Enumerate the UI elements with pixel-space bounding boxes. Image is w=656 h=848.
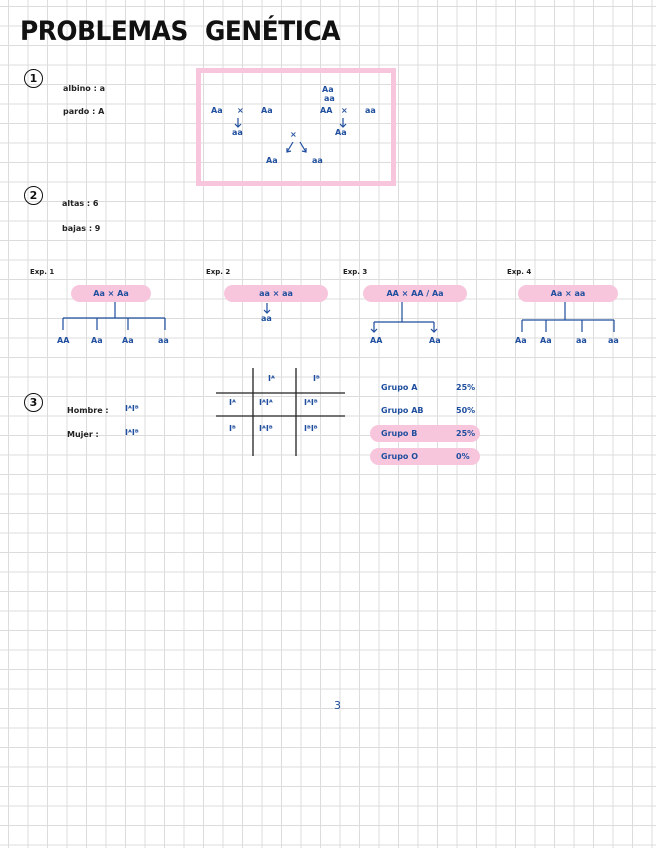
- exp-4-child: Aa: [515, 336, 527, 345]
- p1-mid-right: aa: [365, 106, 376, 115]
- punnett-cell: IᴮIᴮ: [304, 424, 318, 433]
- exp-1-cross: Aa × Aa: [71, 285, 151, 302]
- p1-bottom-right: aa: [312, 156, 323, 165]
- punnett-col-head: Iᴬ: [268, 374, 275, 383]
- group-label: Grupo O: [381, 452, 419, 461]
- problem-1-number: 1: [24, 69, 43, 88]
- exp-2-label: Exp. 2: [206, 268, 231, 276]
- punnett-cell: IᴬIᴮ: [259, 424, 273, 433]
- exp-1-child: AA: [57, 336, 70, 345]
- p3-person-label: Mujer :: [67, 430, 99, 439]
- exp-4-child: Aa: [540, 336, 552, 345]
- p1-times: ×: [237, 106, 244, 115]
- exp-1-child: Aa: [122, 336, 134, 345]
- p1-highlight-box: [196, 68, 396, 186]
- p1-top-sub: aa: [324, 94, 335, 103]
- p3-person-genotype: IᴬIᴮ: [125, 428, 139, 437]
- page-title-left: PROBLEMAS: [20, 16, 188, 47]
- p3-person-label: Hombre :: [67, 406, 109, 415]
- group-pct: 25%: [456, 383, 476, 392]
- group-label: Grupo B: [381, 429, 418, 438]
- p1-top: Aa: [322, 85, 334, 94]
- exp-4-child: aa: [608, 336, 619, 345]
- punnett-col-head: Iᴮ: [313, 374, 320, 383]
- punnett-cell: IᴬIᴬ: [259, 398, 273, 407]
- exp-4-child: aa: [576, 336, 587, 345]
- exp-1-child: aa: [158, 336, 169, 345]
- group-row-highlighted: Grupo B 25%: [370, 425, 480, 442]
- exp-3-cross: AA × AA / Aa: [363, 285, 467, 302]
- p1-line-1: albino : a: [63, 84, 105, 93]
- group-pct: 25%: [456, 429, 476, 438]
- p1-mid: AA: [320, 106, 333, 115]
- p1-line-2: pardo : A: [63, 107, 105, 116]
- group-pct: 50%: [456, 406, 476, 415]
- exp-2-child: aa: [261, 314, 272, 323]
- exp-4-cross: Aa × aa: [518, 285, 618, 302]
- p2-line-1: altas : 6: [62, 199, 99, 208]
- group-row: Grupo A 25%: [370, 380, 480, 396]
- p3-person-genotype: IᴬIᴮ: [125, 404, 139, 413]
- p1-bottom-left: Aa: [266, 156, 278, 165]
- p1-cross: ×: [290, 130, 297, 139]
- p1-parent2: Aa: [261, 106, 273, 115]
- p2-line-2: bajas : 9: [62, 224, 101, 233]
- group-row: Grupo AB 50%: [370, 403, 480, 419]
- exp-4-label: Exp. 4: [507, 268, 532, 276]
- p1-child-right: Aa: [335, 128, 347, 137]
- problem-2-number: 2: [24, 186, 43, 205]
- group-label: Grupo A: [381, 383, 418, 392]
- punnett-cell: IᴬIᴮ: [304, 398, 318, 407]
- exp-1-label: Exp. 1: [30, 268, 55, 276]
- exp-1-child: Aa: [91, 336, 103, 345]
- p1-parent1: Aa: [211, 106, 223, 115]
- group-pct: 0%: [456, 452, 470, 461]
- problem-3-number: 3: [24, 393, 43, 412]
- exp-2-cross: aa × aa: [224, 285, 328, 302]
- page-title-right: GENÉTICA: [205, 16, 341, 47]
- exp-3-child: AA: [370, 336, 383, 345]
- group-label: Grupo AB: [381, 406, 424, 415]
- exp-3-child: Aa: [429, 336, 441, 345]
- punnett-row-head: Iᴮ: [229, 424, 236, 433]
- p1-child-left: aa: [232, 128, 243, 137]
- exp-3-label: Exp. 3: [343, 268, 368, 276]
- p1-mid-times: ×: [341, 106, 348, 115]
- punnett-row-head: Iᴬ: [229, 398, 236, 407]
- group-row-highlighted: Grupo O 0%: [370, 448, 480, 465]
- page-number: 3: [334, 699, 341, 712]
